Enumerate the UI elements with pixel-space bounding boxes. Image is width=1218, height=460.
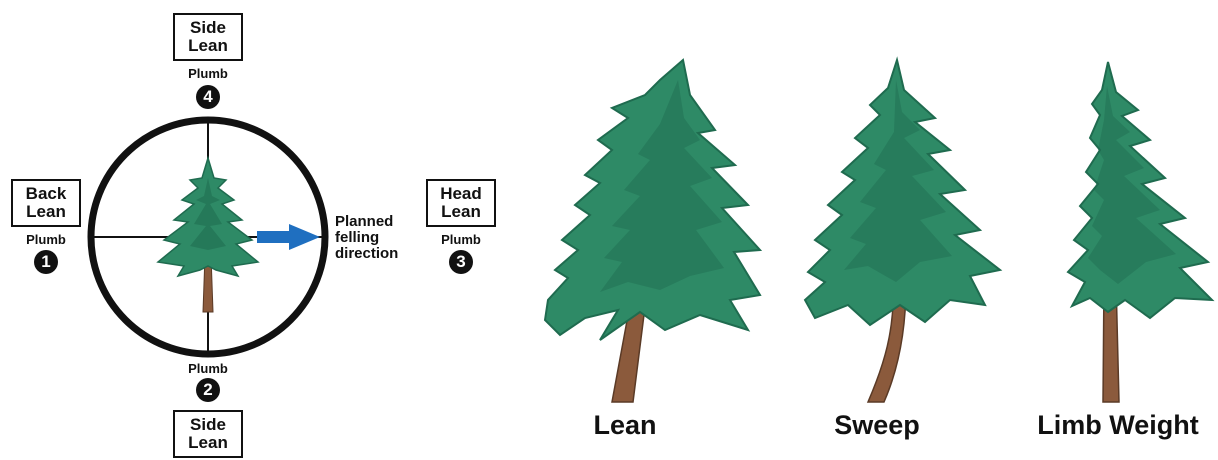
head-lean-line2: Lean bbox=[428, 203, 494, 221]
tree-label-lean: Lean bbox=[560, 410, 690, 440]
center-tree bbox=[158, 158, 258, 312]
felling-line1: Planned bbox=[335, 214, 398, 230]
number-2-badge: 2 bbox=[196, 378, 220, 402]
side-lean-top-box: Side Lean bbox=[173, 13, 243, 61]
number-1-badge: 1 bbox=[34, 250, 58, 274]
plumb-head-label: Plumb bbox=[431, 233, 491, 247]
back-lean-box: Back Lean bbox=[11, 179, 81, 227]
side-lean-bottom-line2: Lean bbox=[175, 434, 241, 452]
plumb-bottom-label: Plumb bbox=[178, 362, 238, 376]
tree-label-sweep: Sweep bbox=[812, 410, 942, 440]
side-lean-top-line1: Side bbox=[175, 19, 241, 37]
plumb-top-label: Plumb bbox=[178, 67, 238, 81]
number-3-badge: 3 bbox=[449, 250, 473, 274]
felling-line2: felling bbox=[335, 230, 398, 246]
lean-tree-icon bbox=[545, 60, 760, 402]
felling-line3: direction bbox=[335, 246, 398, 262]
head-lean-line1: Head bbox=[428, 185, 494, 203]
sweep-tree-icon bbox=[805, 60, 1000, 402]
planned-felling-direction-label: Planned felling direction bbox=[335, 214, 398, 262]
tree-label-limb-weight: Limb Weight bbox=[1020, 410, 1216, 440]
back-lean-line1: Back bbox=[13, 185, 79, 203]
limb-weight-tree-icon bbox=[1068, 62, 1212, 402]
side-lean-bottom-line1: Side bbox=[175, 416, 241, 434]
side-lean-bottom-box: Side Lean bbox=[173, 410, 243, 458]
head-lean-box: Head Lean bbox=[426, 179, 496, 227]
plumb-back-label: Plumb bbox=[16, 233, 76, 247]
back-lean-line2: Lean bbox=[13, 203, 79, 221]
number-4-badge: 4 bbox=[196, 85, 220, 109]
felling-arrow bbox=[257, 224, 320, 250]
side-lean-top-line2: Lean bbox=[175, 37, 241, 55]
